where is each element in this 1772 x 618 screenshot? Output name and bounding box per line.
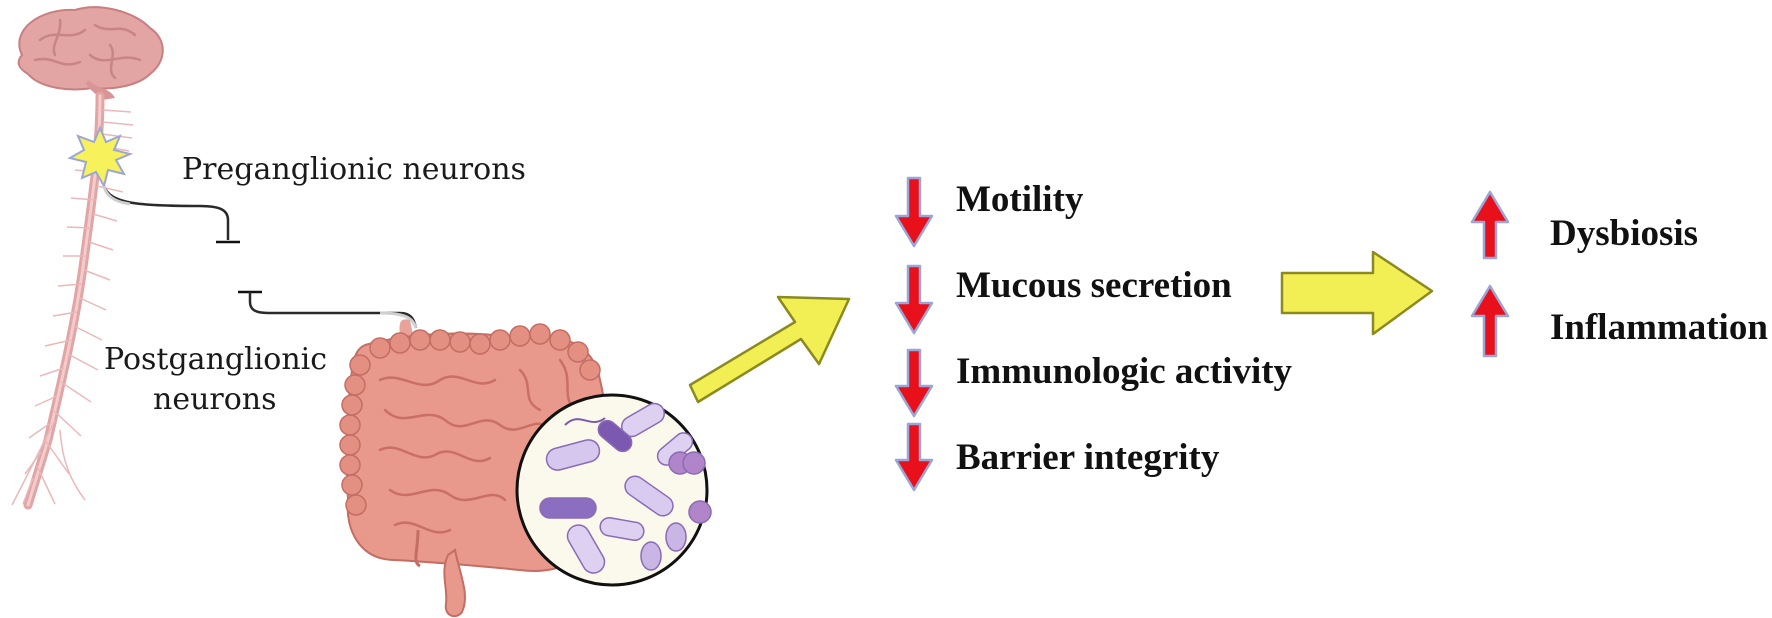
flow-arrow-to-outcomes [1280, 250, 1434, 336]
postganglionic-neuron-line [238, 290, 418, 329]
postganglionic-neurons-label-line1: Postganglionic [104, 342, 328, 377]
brain-illustration [17, 6, 164, 100]
effect-barrier-integrity: Barrier integrity [956, 437, 1220, 478]
up-arrow-icon-inflammation [1470, 284, 1510, 358]
preganglionic-neuron-line [102, 185, 240, 244]
effect-immunologic-activity: Immunologic activity [956, 351, 1293, 392]
postganglionic-neurons-label-line2: neurons [153, 382, 277, 417]
down-arrow-icon-barrier [894, 422, 934, 492]
up-arrow-icon-dysbiosis [1470, 190, 1510, 260]
down-arrow-icon-immunologic [894, 348, 934, 418]
flow-arrow-to-effects [688, 295, 851, 404]
down-arrow-icon-motility [894, 176, 934, 248]
microbiome-circle [515, 393, 712, 587]
down-arrow-icon-mucous [894, 264, 934, 335]
outcome-dysbiosis: Dysbiosis [1550, 213, 1699, 254]
outcome-inflammation: Inflammation [1550, 307, 1768, 348]
effect-motility: Motility [956, 179, 1084, 220]
preganglionic-neurons-label: Preganglionic neurons [182, 152, 526, 187]
effect-mucous-secretion: Mucous secretion [956, 265, 1232, 306]
